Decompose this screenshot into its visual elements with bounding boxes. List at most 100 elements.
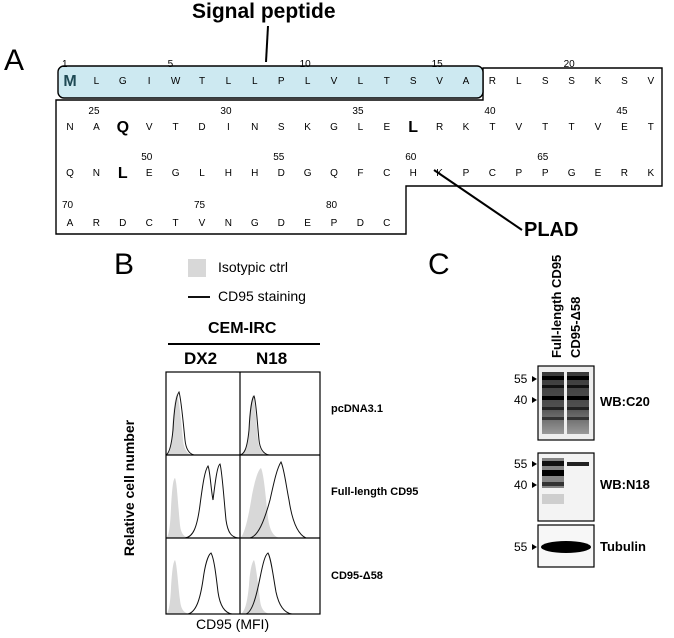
- residue-l: L: [94, 76, 100, 87]
- residue-l: L: [358, 122, 364, 133]
- residue-v: V: [146, 122, 153, 133]
- marker-ticks: [532, 376, 537, 550]
- residue-n: N: [93, 168, 100, 179]
- panel-b-letter: B: [114, 248, 135, 281]
- residue-k: K: [463, 122, 470, 133]
- column-label-n18: N18: [256, 349, 288, 368]
- blot-label-tubulin: Tubulin: [600, 539, 646, 554]
- residue-number: 15: [432, 59, 444, 70]
- residue-g: G: [251, 218, 259, 229]
- residue-h: H: [251, 168, 258, 179]
- residue-number: 70: [62, 200, 74, 211]
- residue-r: R: [436, 122, 443, 133]
- residue-number: 25: [88, 106, 100, 117]
- residue-k: K: [304, 122, 311, 133]
- marker-n18-40: 40: [514, 478, 528, 492]
- residue-l: L: [226, 76, 232, 87]
- residue-t: T: [384, 76, 390, 87]
- residue-e: E: [146, 168, 153, 179]
- residue-r: R: [93, 218, 100, 229]
- residue-n: N: [251, 122, 258, 133]
- signal-peptide-label: Signal peptide: [192, 0, 336, 23]
- marker-c20-40: 40: [514, 393, 528, 407]
- residue-i: I: [227, 122, 230, 133]
- residue-t: T: [569, 122, 575, 133]
- blot-c20: [537, 365, 595, 441]
- residue-a: A: [463, 76, 470, 87]
- residue-a: A: [93, 122, 100, 133]
- residue-l: L: [516, 76, 522, 87]
- residue-number: 1: [62, 59, 68, 70]
- panel-c-letter: C: [428, 248, 450, 281]
- row-label-full-length: Full-length CD95: [331, 486, 419, 498]
- residue-n: N: [225, 218, 232, 229]
- residue-v: V: [595, 122, 602, 133]
- residue-number: 50: [141, 152, 153, 163]
- group-label: CEM-IRC: [208, 320, 277, 337]
- row-label-delta58: CD95-Δ58: [331, 570, 383, 582]
- residue-e: E: [621, 122, 628, 133]
- residue-s: S: [410, 76, 417, 87]
- residue-v: V: [331, 76, 338, 87]
- residue-number: 65: [537, 152, 549, 163]
- legend-isotypic-swatch: [188, 259, 206, 277]
- residue-e: E: [595, 168, 602, 179]
- residue-c: C: [489, 168, 496, 179]
- residue-q: Q: [117, 119, 129, 136]
- legend-isotypic-label: Isotypic ctrl: [218, 259, 289, 275]
- residue-m: M: [63, 73, 76, 90]
- residue-d: D: [278, 168, 285, 179]
- residue-number: 20: [564, 59, 576, 70]
- residue-d: D: [278, 218, 285, 229]
- residue-number: 10: [300, 59, 312, 70]
- residue-d: D: [357, 218, 364, 229]
- residue-v: V: [647, 76, 654, 87]
- blot-n18: [537, 452, 595, 522]
- residue-g: G: [330, 122, 338, 133]
- residue-g: G: [172, 168, 180, 179]
- blot-tubulin: [537, 524, 595, 568]
- residue-k: K: [436, 168, 443, 179]
- residue-a: A: [67, 218, 74, 229]
- residue-g: G: [119, 76, 127, 87]
- residue-l: L: [118, 165, 128, 182]
- legend-cd95-line: [188, 296, 210, 298]
- group-underline: [168, 343, 320, 345]
- histogram-cell-delta-n18: [240, 552, 293, 615]
- residue-w: W: [171, 76, 181, 87]
- histogram-cell-pcdna-n18: [239, 395, 270, 456]
- residue-p: P: [542, 168, 549, 179]
- signal-peptide-box: [57, 65, 484, 99]
- residue-i: I: [148, 76, 151, 87]
- residue-t: T: [173, 122, 179, 133]
- signal-peptide-pointer: [265, 25, 269, 63]
- blot-label-n18: WB:N18: [600, 477, 650, 492]
- residue-d: D: [198, 122, 205, 133]
- residue-s: S: [621, 76, 628, 87]
- legend-cd95-label: CD95 staining: [218, 288, 306, 304]
- residue-k: K: [595, 76, 602, 87]
- blot-label-c20: WB:C20: [600, 394, 650, 409]
- residue-t: T: [542, 122, 548, 133]
- residue-d: D: [119, 218, 126, 229]
- residue-c: C: [383, 218, 390, 229]
- residue-q: Q: [66, 168, 74, 179]
- residue-number: 80: [326, 200, 338, 211]
- histogram-cell-full-dx2: [166, 463, 239, 539]
- residue-l: L: [199, 168, 205, 179]
- residue-number: 75: [194, 200, 206, 211]
- residue-t: T: [173, 218, 179, 229]
- residue-r: R: [489, 76, 496, 87]
- panel-a-letter: A: [4, 44, 25, 77]
- residue-r: R: [621, 168, 628, 179]
- residue-v: V: [436, 76, 443, 87]
- residue-s: S: [278, 122, 285, 133]
- x-axis-label: CD95 (MFI): [196, 616, 270, 632]
- residue-f: F: [357, 168, 363, 179]
- residue-p: P: [278, 76, 285, 87]
- residue-s: S: [568, 76, 575, 87]
- residue-g: G: [304, 168, 312, 179]
- residue-p: P: [515, 168, 522, 179]
